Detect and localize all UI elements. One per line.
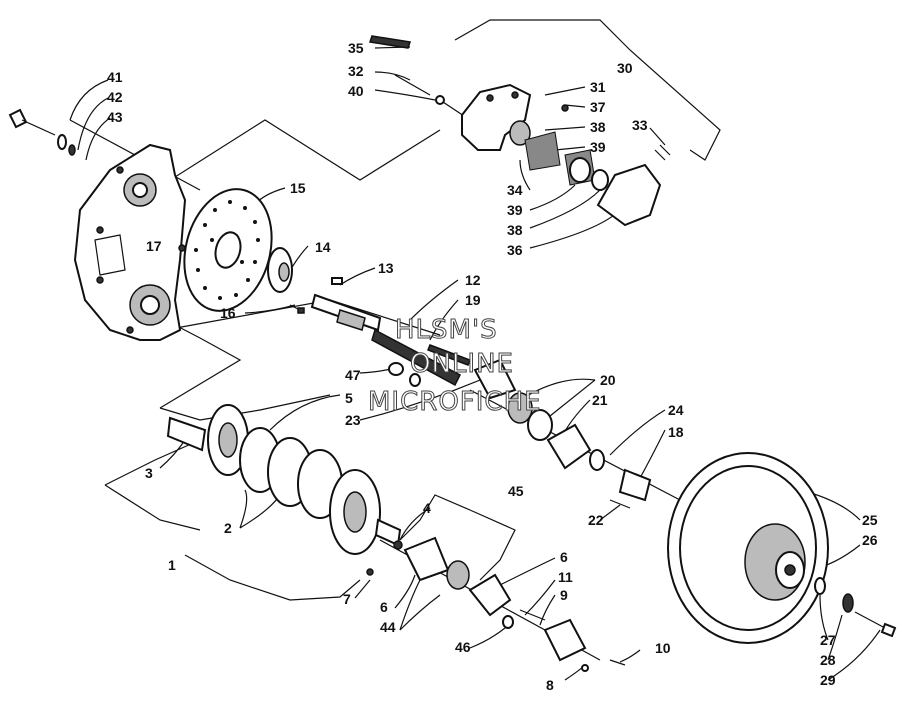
callout-19: 19 [465,292,481,308]
hub-and-small-parts [178,244,343,314]
clutch-sprocket-assembly [166,404,402,555]
callout-33: 33 [632,117,648,133]
callout-30: 30 [617,60,633,76]
bolt-washer-set-41-43 [8,108,76,156]
callout-15: 15 [290,180,306,196]
jackshaft [310,293,471,387]
callout-20: 20 [600,372,616,388]
callout-43: 43 [107,109,123,125]
callout-labels: 1 2 3 4 5 6 6 7 8 9 10 11 12 13 14 15 16… [107,40,878,693]
callout-38b: 38 [507,222,523,238]
callout-8: 8 [546,677,554,693]
brake-disc [183,188,273,312]
callout-44: 44 [380,619,396,635]
gearcase-housing [73,143,187,341]
group-outline-lines [104,19,721,601]
watermark-line-3: MICROFICHE [368,387,542,417]
callout-5: 5 [345,390,353,406]
callout-42: 42 [107,89,123,105]
lower-bearing-flanges [366,536,626,672]
callout-7: 7 [343,591,351,607]
callout-16: 16 [220,305,236,321]
callout-35: 35 [348,40,364,56]
callout-6b: 6 [560,549,568,565]
watermark-line-1: HLSM'S [395,315,498,345]
callout-32: 32 [348,63,364,79]
callout-27: 27 [820,632,836,648]
callout-26: 26 [862,532,878,548]
callout-38a: 38 [590,119,606,135]
callout-24: 24 [668,402,684,418]
callout-4: 4 [423,500,431,516]
callout-45: 45 [508,483,524,499]
callout-17: 17 [146,238,162,254]
callout-29: 29 [820,672,836,688]
callout-46: 46 [455,639,471,655]
callout-37: 37 [590,99,606,115]
callout-10: 10 [655,640,671,656]
watermark-line-2: ONLINE [410,349,514,379]
callout-18: 18 [668,424,684,440]
callout-34: 34 [507,182,523,198]
callout-39a: 39 [590,139,606,155]
callout-13: 13 [378,260,394,276]
callout-12: 12 [465,272,481,288]
callout-11: 11 [558,569,573,585]
callout-9: 9 [560,587,568,603]
callout-40: 40 [348,83,364,99]
shaft-bearings-right [473,358,652,509]
caliper-assembly [369,35,671,227]
callout-23: 23 [345,412,361,428]
callout-2: 2 [224,520,232,536]
callout-25: 25 [862,512,878,528]
callout-36: 36 [507,242,523,258]
callout-22: 22 [588,512,604,528]
callout-31: 31 [590,79,606,95]
callout-21: 21 [592,392,608,408]
callout-41: 41 [107,69,123,85]
callout-47: 47 [345,367,361,383]
large-drive-sprocket [667,452,897,644]
callout-1: 1 [168,557,176,573]
watermark: HLSM'S ONLINE MICROFICHE [368,315,542,418]
callout-3: 3 [145,465,153,481]
callout-39b: 39 [507,202,523,218]
callout-6a: 6 [380,599,388,615]
callout-14: 14 [315,239,331,255]
callout-28: 28 [820,652,836,668]
